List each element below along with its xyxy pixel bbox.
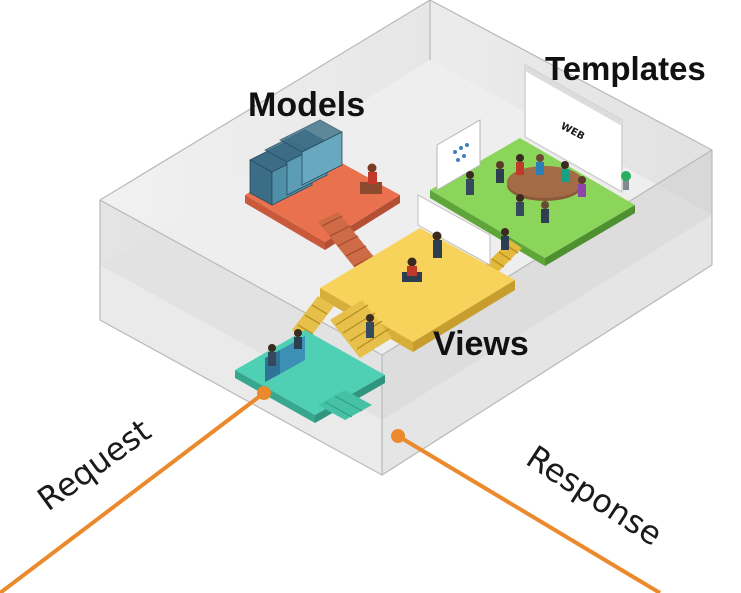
- templates-label: Templates: [545, 50, 706, 87]
- entry-platform: [235, 329, 385, 423]
- response-label: Response: [520, 438, 670, 554]
- models-label: Models: [248, 86, 365, 124]
- web-screen: [524, 63, 623, 194]
- models-platform: [245, 119, 400, 250]
- request-flow: [0, 386, 271, 593]
- request-label: Request: [30, 411, 157, 518]
- views-label: Views: [433, 325, 529, 363]
- back-left-wall: [100, 0, 430, 265]
- front-right-wall: [382, 150, 712, 475]
- request-endpoint: [257, 386, 271, 400]
- response-line: [396, 434, 662, 593]
- bookshelves: [249, 119, 343, 206]
- response-endpoint: [391, 429, 405, 443]
- response-flow: [391, 429, 662, 593]
- stairs-views-entry: [292, 296, 392, 358]
- team-members: [466, 154, 586, 223]
- request-line: [0, 391, 266, 593]
